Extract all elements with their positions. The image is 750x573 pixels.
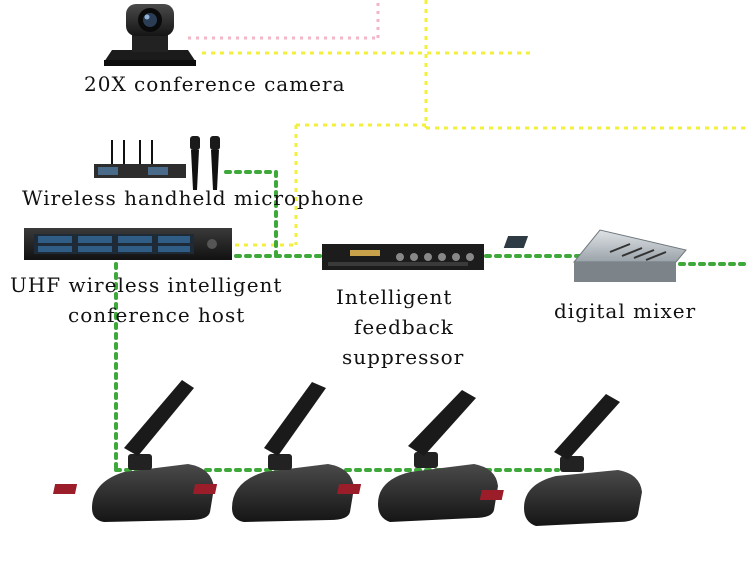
desktop-gooseneck-microphone-icon: [192, 382, 354, 522]
suppressor-label-line1: Intelligent: [336, 285, 453, 309]
desktop-gooseneck-microphone-icon: [336, 390, 498, 522]
feedback-suppressor-icon: [322, 244, 484, 270]
mixer-label: digital mixer: [554, 299, 697, 323]
desktop-gooseneck-microphone-icon: [52, 380, 214, 522]
digital-mixer-icon: [503, 229, 687, 282]
uhf-host-label-line1: UHF wireless intelligent: [10, 273, 283, 297]
yellow-signal-lines: [202, 0, 750, 247]
desktop-gooseneck-microphone-icon: [479, 394, 642, 526]
conference-camera-icon: [104, 4, 196, 66]
wireless-receiver-icon: [94, 140, 186, 178]
rack-host-icon: [24, 228, 232, 260]
camera-label: 20X conference camera: [84, 72, 346, 96]
uhf-host-label-line2: conference host: [68, 303, 246, 327]
suppressor-label-line2: feedback: [354, 315, 454, 339]
suppressor-label-line3: suppressor: [342, 345, 465, 369]
wireless-mic-label: Wireless handheld microphone: [22, 186, 365, 210]
handheld-microphone-icon: [190, 136, 220, 190]
pink-camera-link: [188, 0, 380, 40]
